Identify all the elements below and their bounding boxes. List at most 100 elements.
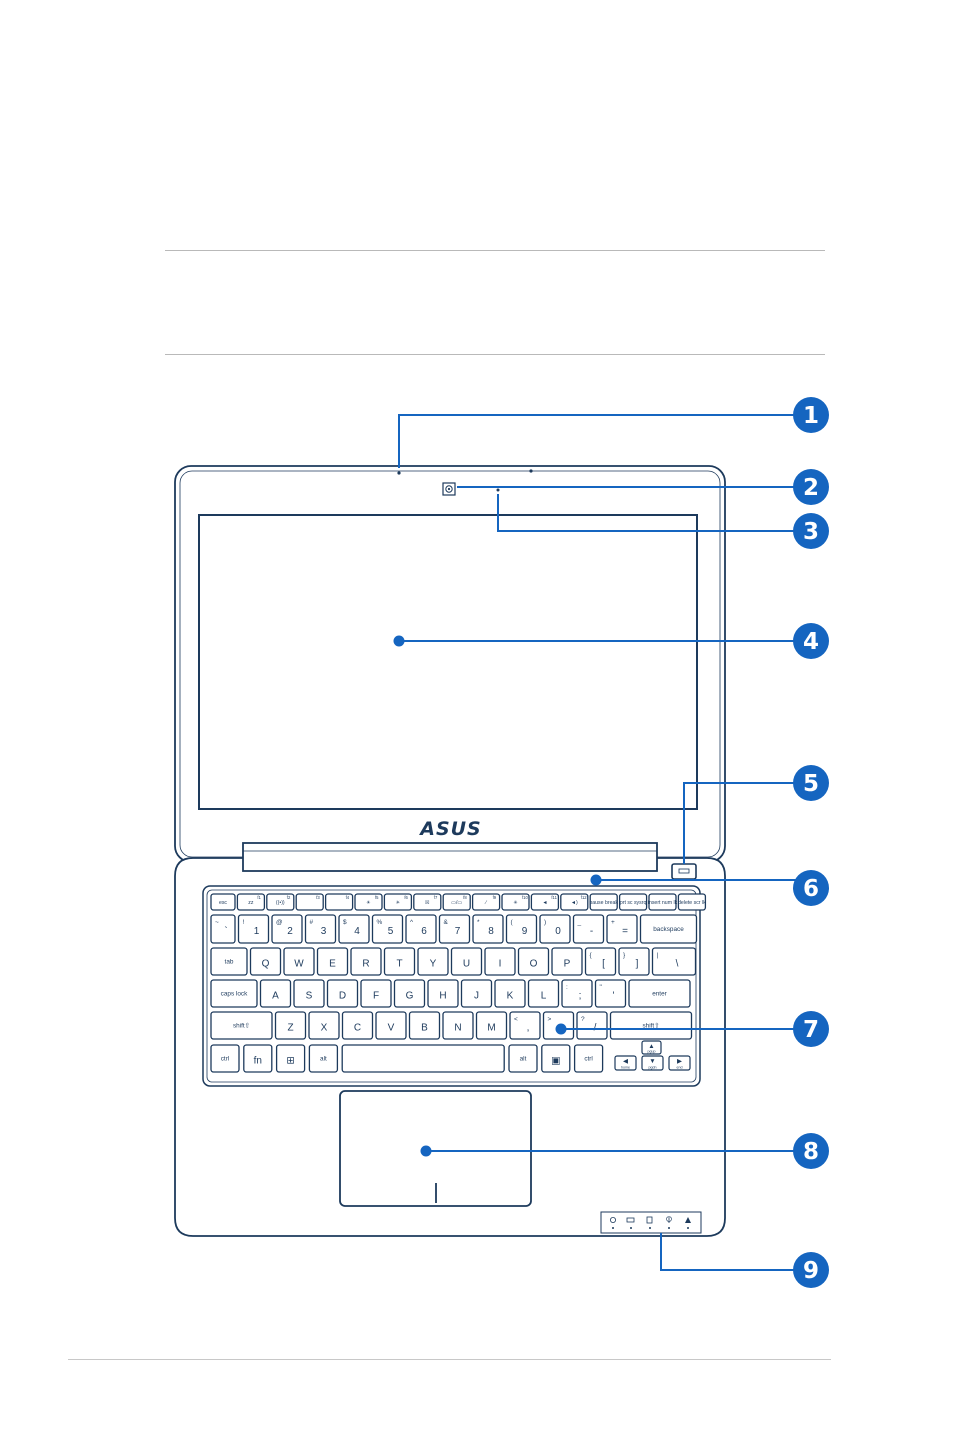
key-fn[interactable]: fn [243,1044,273,1073]
key-delete-scr-lk[interactable]: delete scr lk [677,893,706,911]
key-arrow-left[interactable]: ◀home [614,1055,637,1071]
key-f[interactable]: F [360,979,392,1008]
key-e[interactable]: E [316,947,349,976]
key-l[interactable]: L [527,979,560,1008]
key-symbol[interactable]: ◄)f12 [560,893,589,911]
key-h[interactable]: H [427,979,459,1008]
key-arrow-up[interactable]: ▲pgup [641,1040,662,1055]
key-symbol-label: ⊞ [286,1056,294,1067]
key-ctrl[interactable]: ctrl [210,1044,240,1073]
key-symbol[interactable]: ☀f6 [383,893,413,911]
key-arrow-left-glyph: ◀ [623,1058,629,1065]
key-backspace[interactable]: backspace [639,914,698,944]
key-symbol[interactable]: ◄f11 [530,893,560,911]
callout-number-2: 2 [803,475,819,501]
key-tab[interactable]: tab [210,947,248,976]
key-symbol[interactable]: /? [576,1011,608,1040]
key-0-sub-label: ) [544,919,546,926]
key-v[interactable]: V [375,1011,407,1040]
key-3[interactable]: 3# [304,914,337,944]
key-symbol[interactable]: ▭/▭f8 [442,893,471,911]
key-y-label: Y [430,959,437,970]
key-shift[interactable]: shift⇧ [210,1011,273,1040]
key-symbol-sub-label: { [590,952,593,959]
key-2-label: 2 [287,926,293,937]
key-0[interactable]: 0) [539,914,571,944]
key-4[interactable]: 4$ [338,914,370,944]
key-caps-lock[interactable]: caps lock [210,979,258,1008]
key-symbol-label: [ [602,959,605,970]
key-insert-num-lk[interactable]: insert num lk [648,893,678,911]
key-2[interactable]: 2@ [271,914,303,944]
callout-dot-7 [555,1023,567,1035]
key-c[interactable]: C [341,1011,374,1040]
key-symbol[interactable]: ▣ [541,1044,571,1073]
key-prt-sc-sysrq[interactable]: prt sc sysrq [618,893,648,911]
key-f3[interactable]: f3 [295,893,324,911]
key-symbol[interactable]: ((•))f2 [266,893,295,911]
key-1[interactable]: 1! [237,914,270,944]
key-n[interactable]: N [442,1011,474,1040]
key-symbol[interactable]: ☒f7 [413,893,442,911]
key-7[interactable]: 7& [438,914,471,944]
key-symbol[interactable]: ✳f10 [501,893,530,911]
key-symbol[interactable]: '" [594,979,627,1008]
key-b[interactable]: B [408,1011,441,1040]
key-t[interactable]: T [383,947,416,976]
key-symbol[interactable]: ⊞ [275,1044,306,1073]
key-alt[interactable]: alt [508,1044,538,1073]
power-button[interactable] [671,863,697,880]
key-p[interactable]: P [551,947,583,976]
key-symbol[interactable]: `~ [210,914,236,944]
key-shift[interactable]: shift⇧ [609,1011,693,1040]
key-alt[interactable]: alt [308,1044,339,1073]
key-i[interactable]: I [484,947,516,976]
key-ctrl[interactable]: ctrl [573,1044,604,1073]
key-alt-label: alt [520,1056,527,1063]
key-6[interactable]: 6^ [405,914,437,944]
key-d[interactable]: D [326,979,359,1008]
key-g[interactable]: G [393,979,426,1008]
key-symbol[interactable]: ]} [618,947,650,976]
key-v-label: V [388,1023,395,1034]
key-w[interactable]: W [283,947,315,976]
key-j[interactable]: J [460,979,493,1008]
key-u[interactable]: U [450,947,483,976]
key-r[interactable]: R [350,947,382,976]
key-5[interactable]: 5% [371,914,404,944]
key-a[interactable]: A [259,979,292,1008]
key-z-label: zᴢ [248,900,254,906]
key-arrow-right[interactable]: ▶end [668,1055,691,1071]
key-z[interactable]: Z [274,1011,307,1040]
key-x[interactable]: X [308,1011,340,1040]
key-symbol[interactable]: ∕f9 [471,893,501,911]
key-k[interactable]: K [494,979,526,1008]
caps-lock-indicator-icon [685,1217,691,1229]
key-enter[interactable]: enter [628,979,691,1008]
key-o[interactable]: O [517,947,550,976]
key-f4[interactable]: f4 [324,893,354,911]
key-symbol[interactable]: -_ [572,914,605,944]
key-s[interactable]: S [293,979,325,1008]
key-q[interactable]: Q [249,947,282,976]
key-y[interactable]: Y [417,947,449,976]
key-m[interactable]: M [475,1011,508,1040]
key-symbol[interactable]: ;: [561,979,593,1008]
key-esc[interactable]: esc [210,893,236,911]
key-pause-break[interactable]: pause break [589,893,618,911]
key-9[interactable]: 9( [505,914,538,944]
key-alt-label: alt [320,1056,327,1063]
key-arrow-down[interactable]: ▼pgdn [641,1055,664,1071]
key-symbol[interactable]: ,< [509,1011,541,1040]
key-symbol[interactable]: =+ [606,914,638,944]
key-k-label: K [507,991,514,1002]
key-d-label: D [339,991,346,1002]
key-symbol-sub-label: f5 [375,895,379,900]
key-space[interactable] [341,1044,505,1073]
key-symbol[interactable]: \| [651,947,697,976]
key-symbol-label: ☀ [366,900,371,906]
key-8[interactable]: 8* [472,914,504,944]
key-symbol[interactable]: ☀ f5 [354,893,383,911]
key-symbol[interactable]: [{ [584,947,617,976]
